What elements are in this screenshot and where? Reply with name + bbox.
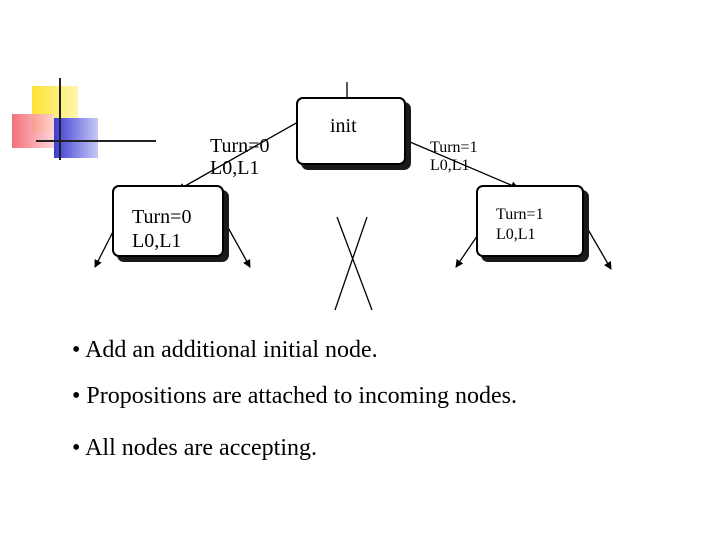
- bullet-item: • Propositions are attached to incoming …: [72, 383, 517, 409]
- bullet-item: • All nodes are accepting.: [72, 435, 317, 461]
- edge-right-out-2: [585, 225, 612, 270]
- edge-cross-1: [336, 216, 373, 311]
- edge-cross-2: [334, 216, 368, 311]
- right-node: Turn=1 L0,L1: [476, 185, 584, 257]
- init-node: init: [296, 97, 406, 165]
- left-edge-label: Turn=0 L0,L1: [210, 135, 270, 179]
- bullet-item: • Add an additional initial node.: [72, 337, 378, 363]
- left-node: Turn=0 L0,L1: [112, 185, 224, 257]
- edge-init-to-left: [177, 121, 299, 191]
- diagram-edges: [94, 82, 612, 311]
- edge-init-to-right: [409, 141, 519, 189]
- right-edge-label: Turn=1 L0,L1: [430, 139, 478, 174]
- edge-left-out-2: [225, 223, 251, 268]
